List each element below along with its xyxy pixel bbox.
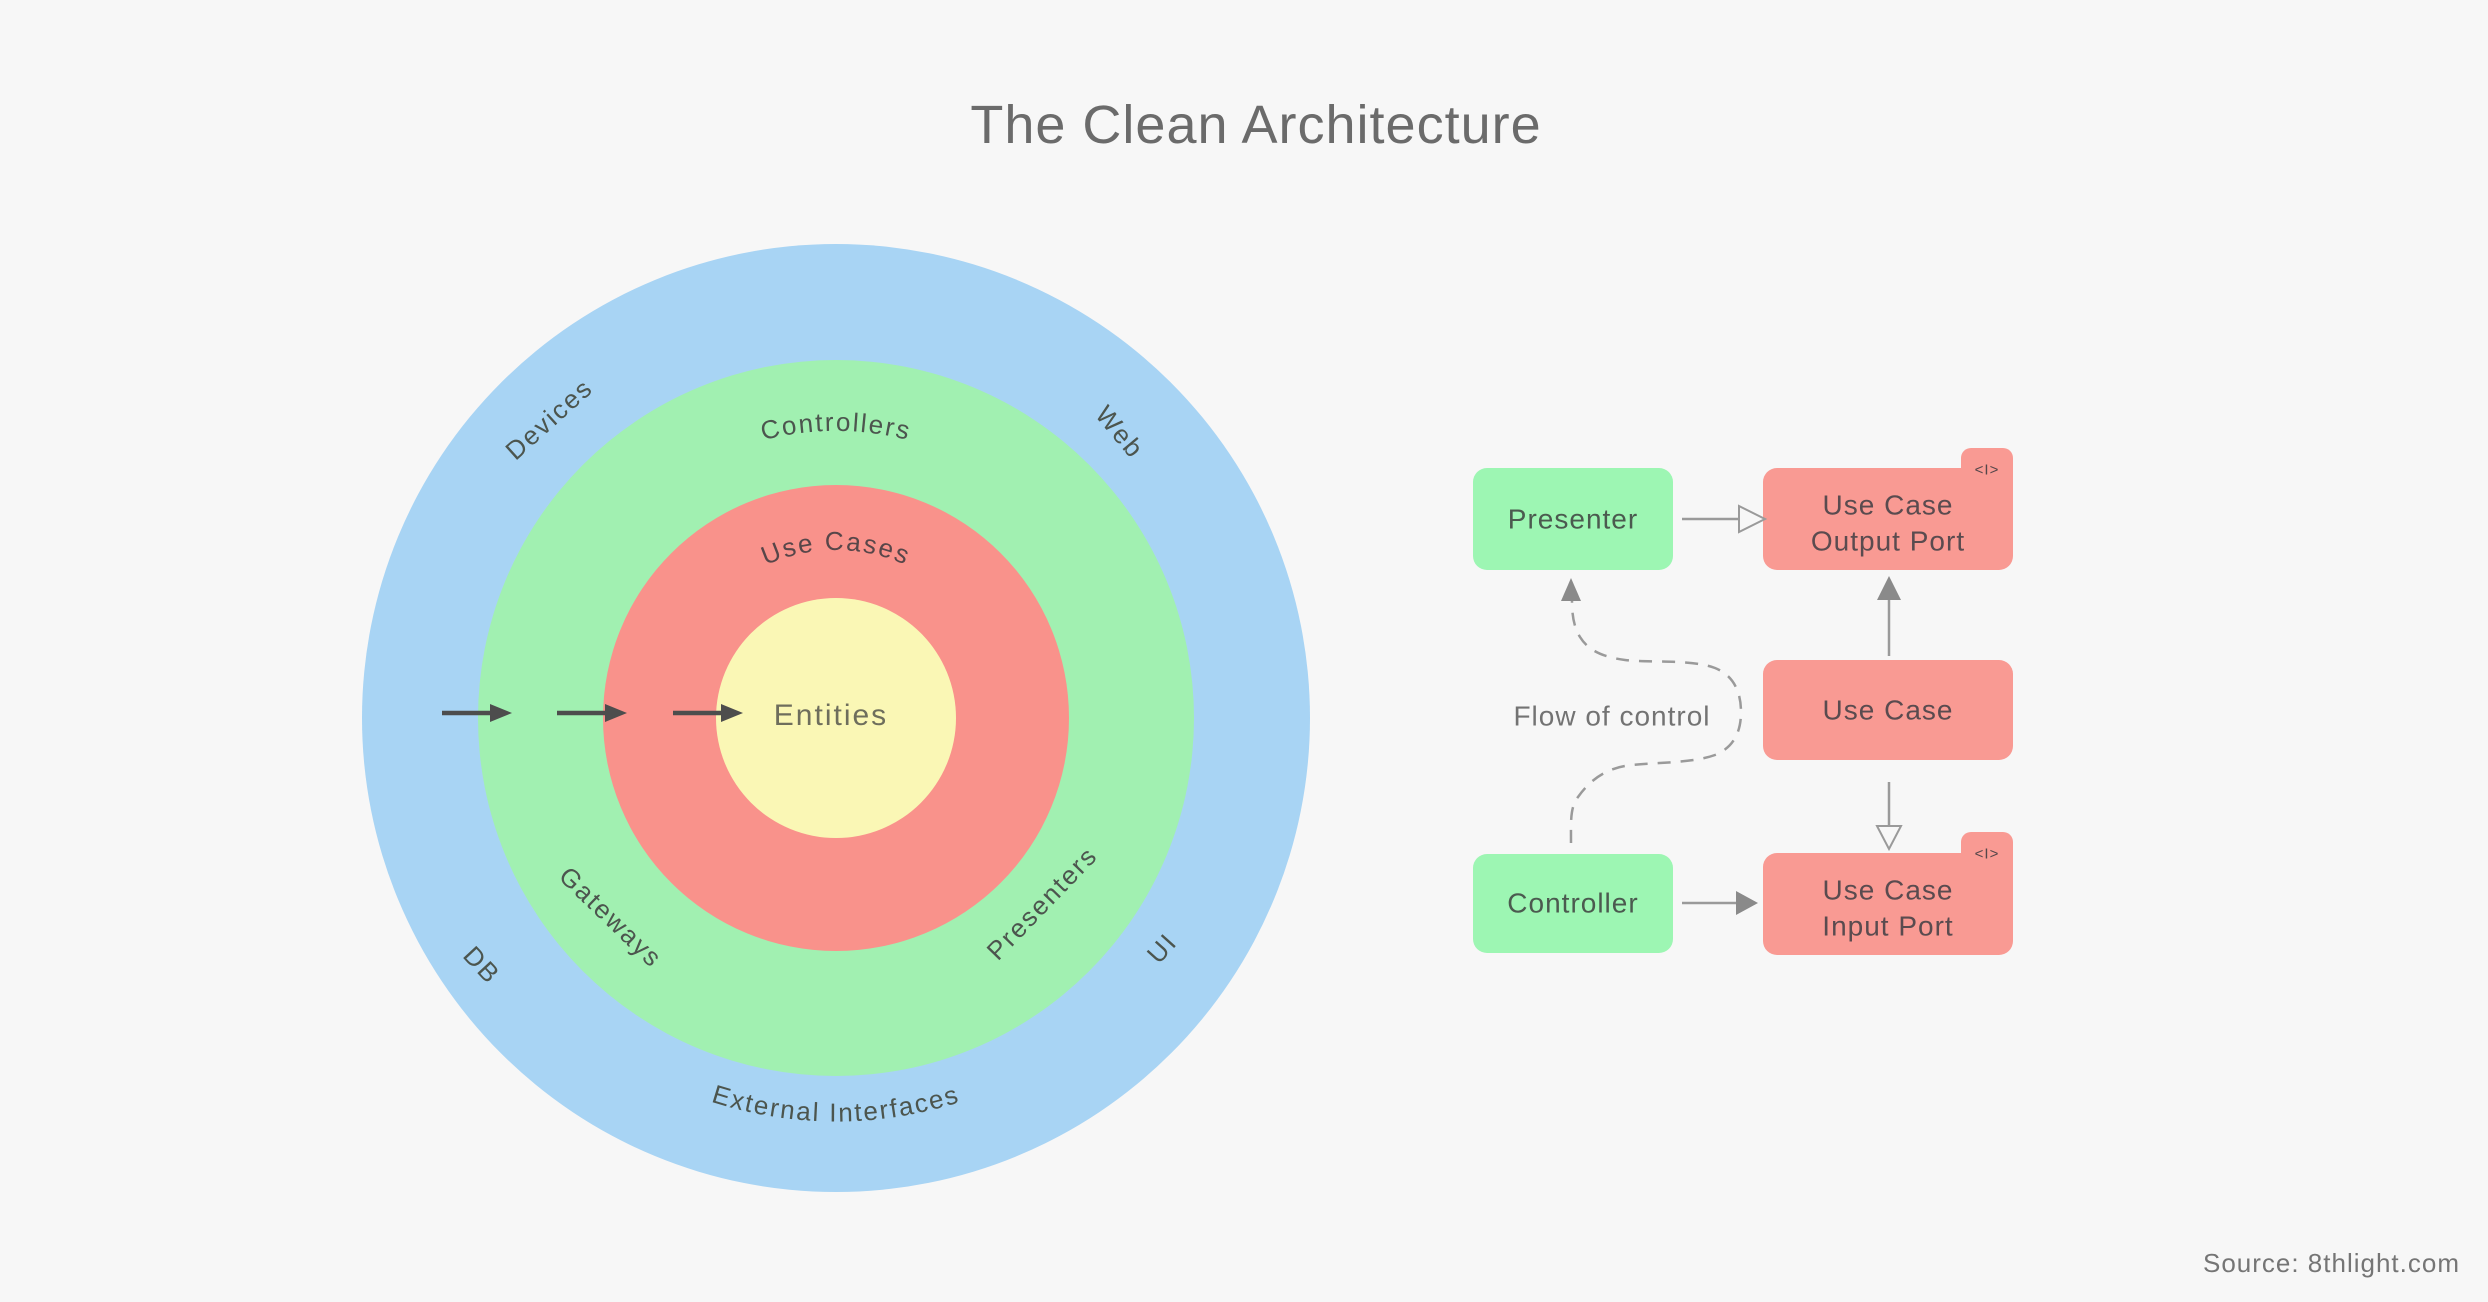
circles-diagram: Controllers Use Cases External Interface…	[362, 244, 1310, 1192]
solid-arrow-head	[1561, 578, 1581, 601]
input-port-interface-badge: <I>	[1975, 846, 2000, 863]
dependency-arrow-middle	[557, 704, 627, 722]
output-port-box	[1763, 468, 2013, 570]
input-port-label-line2: Input Port	[1822, 911, 1953, 942]
controller-box-label: Controller	[1507, 888, 1638, 919]
hollow-arrow-head	[1738, 504, 1768, 534]
input-port-label-line1: Use Case	[1823, 875, 1954, 906]
label-entities: Entities	[774, 699, 888, 732]
arrow-head	[490, 704, 512, 722]
output-port-interface-badge: <I>	[1975, 462, 2000, 479]
solid-arrow-head	[1877, 576, 1901, 600]
flow-of-control-label: Flow of control	[1513, 701, 1710, 732]
presenter-box-label: Presenter	[1508, 504, 1638, 535]
dependency-arrow-outer	[442, 704, 512, 722]
hollow-arrow-head	[1875, 825, 1903, 852]
arrow-presenter-to-output-port	[1682, 504, 1768, 534]
presenter-box	[1473, 468, 1673, 570]
dependency-arrow-inner	[673, 704, 743, 722]
output-port-label-line1: Use Case	[1823, 490, 1954, 521]
arrow-head	[605, 704, 627, 722]
controller-box	[1473, 854, 1673, 953]
flow-of-control-curve	[1561, 578, 1743, 844]
use-case-box-label: Use Case	[1823, 695, 1954, 726]
arrow-use-case-to-output-port	[1877, 576, 1901, 656]
solid-arrow-head	[1736, 891, 1758, 915]
flow-diagram: Presenter <I> Use Case Output Port Use C…	[1473, 448, 2013, 955]
circle-entities	[716, 598, 956, 838]
arrow-head	[721, 704, 743, 722]
input-port-box	[1763, 853, 2013, 955]
source-attribution: Source: 8thlight.com	[2203, 1248, 2460, 1278]
use-case-box	[1763, 660, 2013, 760]
arrow-use-case-to-input-port	[1875, 782, 1903, 852]
arrow-controller-to-input-port	[1682, 891, 1758, 915]
page-title: The Clean Architecture	[970, 95, 1541, 155]
output-port-label-line2: Output Port	[1811, 526, 1965, 557]
